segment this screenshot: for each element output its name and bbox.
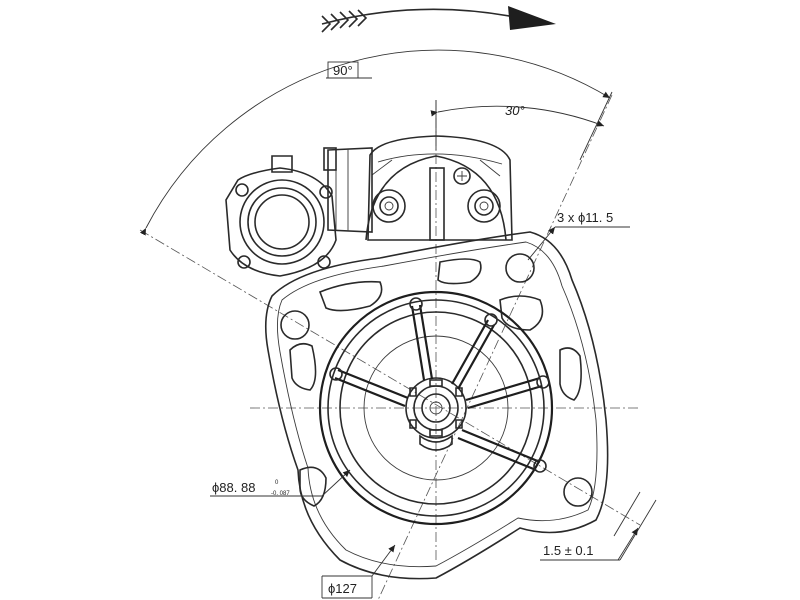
flange-diameter-dimension: ϕ127 (321, 544, 396, 599)
offset-dimension: 1.5 ± 0.1 (540, 491, 657, 561)
holes-dimension: 3 x ϕ11. 5 (527, 210, 630, 261)
mounting-flange (264, 231, 609, 580)
pilot-rings (318, 290, 554, 526)
holes-label: 3 x ϕ11. 5 (557, 210, 613, 225)
angle-30-dimension: 30° (430, 91, 613, 161)
angle-90-dimension: 90° (139, 49, 611, 236)
offset-label: 1.5 ± 0.1 (543, 543, 594, 558)
angle-30-label: 30° (505, 103, 525, 118)
solenoid-housing (323, 135, 513, 241)
terminal-connector (225, 155, 337, 277)
rotation-direction-arrow-icon (321, 6, 556, 33)
brush-rods (329, 297, 550, 473)
angle-90-label: 90° (333, 63, 353, 78)
pilot-diameter-label: ϕ88. 88 (212, 480, 255, 495)
pilot-tolerance-upper: 0 (275, 480, 279, 486)
pilot-diameter-dimension: ϕ88. 88 0 -0. 087 (210, 469, 351, 497)
flange-diameter-label: ϕ127 (328, 581, 357, 596)
pilot-tolerance-lower: -0. 087 (271, 491, 290, 497)
